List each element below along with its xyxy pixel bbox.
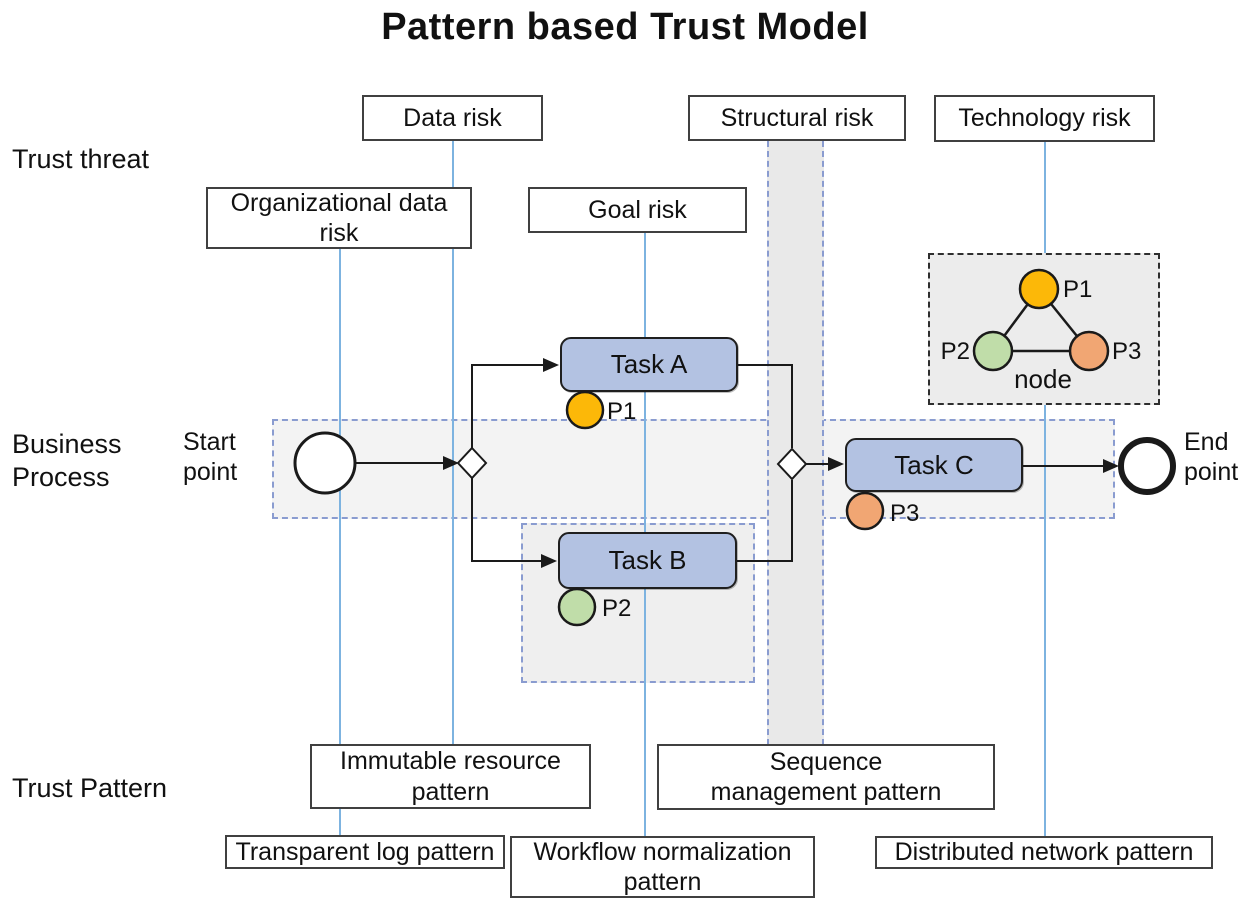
- threat-box-data-risk: Data risk: [362, 95, 543, 141]
- node-caption: node: [1014, 364, 1072, 394]
- task-c-box: Task C: [845, 438, 1023, 492]
- task-p3-circle: [845, 491, 885, 531]
- pattern-label-sequence-management: Sequence management pattern: [710, 747, 942, 807]
- pattern-box-sequence-management: Sequence management pattern: [657, 744, 995, 810]
- arrowhead-gateway1: [443, 456, 459, 470]
- pattern-box-workflow-normalization: Workflow normalization pattern: [510, 836, 815, 898]
- task-p1-label: P1: [607, 398, 637, 425]
- pattern-label-immutable-resource: Immutable resource pattern: [340, 747, 561, 806]
- flow-gateway1-to-task-b: [471, 478, 541, 562]
- flow-task-a-to-gateway2: [738, 364, 793, 448]
- gateway2-diamond: [776, 447, 808, 481]
- row-label-trust-threat: Trust threat: [12, 144, 150, 174]
- pattern-label-workflow-normalization: Workflow normalization pattern: [533, 837, 792, 897]
- arrowhead-end: [1103, 459, 1119, 473]
- threat-label-goal-risk: Goal risk: [588, 195, 687, 224]
- flow-task-b-to-gateway2: [737, 480, 793, 562]
- structural-risk-band: [767, 141, 824, 745]
- gateway1-diamond: [456, 446, 488, 480]
- pattern-label-distributed-network: Distributed network pattern: [894, 838, 1194, 867]
- threat-box-structural-risk: Structural risk: [688, 95, 906, 141]
- task-a-label: Task A: [610, 349, 688, 379]
- threat-label-structural-risk: Structural risk: [720, 103, 874, 132]
- start-event-circle: [293, 431, 357, 495]
- node-p1-circle: [1018, 268, 1060, 310]
- pattern-label-transparent-log: Transparent log pattern: [235, 837, 495, 866]
- pattern-box-transparent-log: Transparent log pattern: [225, 835, 505, 869]
- row-label-business-process: Business Process: [12, 429, 122, 492]
- threat-box-organizational-data-risk: Organizational data risk: [206, 187, 472, 249]
- end-point-label: End point: [1184, 428, 1239, 486]
- arrowhead-task-b: [541, 554, 557, 568]
- page-title: Pattern based Trust Model: [381, 6, 869, 48]
- node-p3-label: P3: [1112, 338, 1142, 365]
- threat-label-organizational-data-risk: Organizational data risk: [230, 188, 448, 248]
- threat-label-technology-risk: Technology risk: [958, 104, 1131, 133]
- task-b-box: Task B: [558, 532, 737, 589]
- task-c-label: Task C: [894, 449, 974, 480]
- task-p3-label: P3: [890, 500, 920, 527]
- task-p2-label: P2: [602, 595, 632, 622]
- threat-box-technology-risk: Technology risk: [934, 95, 1155, 142]
- node-p1-label: P1: [1063, 276, 1093, 303]
- connector-organizational-risk: [339, 248, 341, 836]
- node-p2-circle: [972, 330, 1014, 372]
- end-event-circle: [1118, 437, 1176, 495]
- pattern-box-immutable-resource: Immutable resource pattern: [310, 744, 591, 809]
- row-label-trust-pattern: Trust Pattern: [12, 773, 168, 803]
- pattern-box-distributed-network: Distributed network pattern: [875, 836, 1213, 869]
- arrowhead-task-c: [828, 457, 844, 471]
- task-p2-circle: [557, 587, 597, 627]
- node-p2-label: P2: [940, 338, 970, 365]
- connector-technology-risk: [1044, 142, 1046, 836]
- threat-label-data-risk: Data risk: [403, 103, 502, 132]
- threat-box-goal-risk: Goal risk: [528, 187, 747, 233]
- start-point-label: Start point: [183, 428, 238, 486]
- connector-data-risk: [452, 141, 454, 744]
- task-p1-circle: [565, 390, 605, 430]
- node-p3-circle: [1068, 330, 1110, 372]
- arrowhead-task-a: [543, 358, 559, 372]
- task-b-label: Task B: [608, 545, 687, 575]
- flow-gateway1-to-task-a: [471, 364, 543, 448]
- task-a-box: Task A: [560, 337, 738, 392]
